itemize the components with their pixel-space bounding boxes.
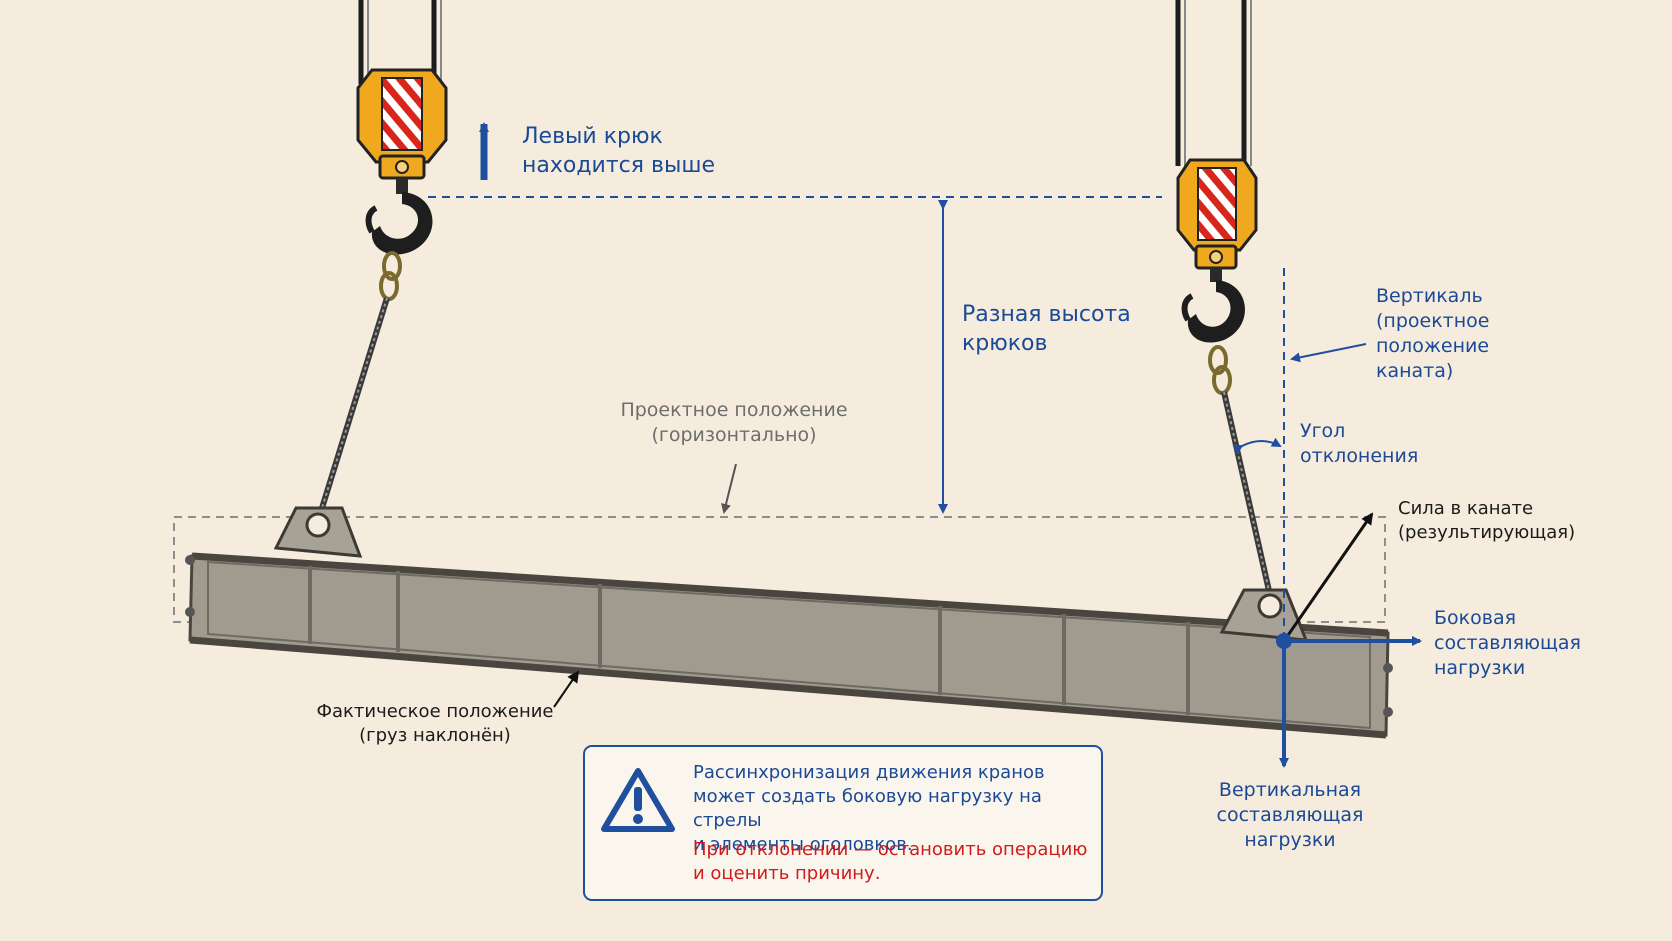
right-hook-block (1175, 0, 1258, 343)
actual-position-pointer (553, 670, 580, 708)
rope-force-vector (1282, 512, 1374, 642)
height-difference-label: Разная высота крюков (962, 302, 1131, 356)
left-hook-block (356, 0, 448, 255)
design-position-pointer (721, 463, 737, 514)
design-position-label: Проектное положение (горизонтально) (620, 399, 848, 446)
force-application-point (1276, 633, 1292, 649)
deflection-angle-arc (1232, 437, 1282, 455)
warning-box: Рассинхронизация движения кранов может с… (583, 745, 1103, 901)
vertical-component-label: Вертикальная составляющая нагрузки (1216, 779, 1364, 851)
tilted-beam (185, 506, 1393, 739)
warning-text: Рассинхронизация движения кранов может с… (693, 762, 1045, 855)
vertical-rope-label: Вертикаль (проектное положение каната) (1376, 285, 1490, 382)
rope-force-label: Сила в канате (результирующая) (1398, 498, 1576, 543)
warning-alert-text: При отклонении — остановить операцию и о… (693, 839, 1088, 884)
deflection-angle-label: Угол отклонения (1300, 420, 1419, 467)
right-sling (1208, 345, 1275, 605)
actual-position-label: Фактическое положение (груз наклонён) (316, 701, 554, 746)
lateral-component-label: Боковая составляющая нагрузки (1434, 607, 1581, 679)
left-hook-higher-label: Левый крюк находится выше (522, 124, 715, 178)
left-sling (315, 251, 402, 522)
vertical-label-pointer (1290, 343, 1367, 363)
warning-triangle-icon (601, 768, 675, 832)
